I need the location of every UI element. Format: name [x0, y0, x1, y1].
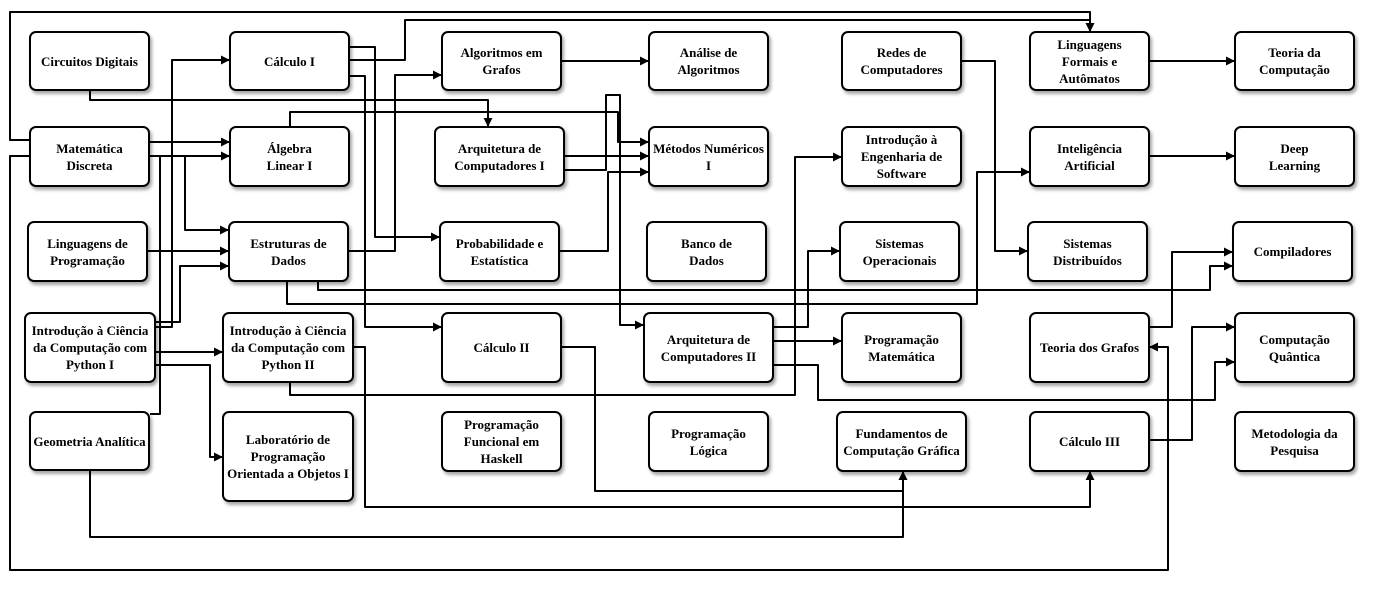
node-arquitetura-de-computadores-2[interactable]: Arquitetura de Computadores II — [643, 312, 774, 383]
node-compiladores[interactable]: Compiladores — [1232, 221, 1353, 282]
edge-icc1-to-labpoo — [156, 364, 223, 462]
node-matematica-discreta[interactable]: Matemática Discreta — [29, 126, 150, 187]
edge-calc1-to-prob — [350, 46, 440, 242]
node-computacao-quantica[interactable]: Computação Quântica — [1234, 312, 1355, 383]
node-sistemas-operacionais[interactable]: Sistemas Operacionais — [839, 221, 960, 282]
edge-alglin-to-metnum — [289, 111, 649, 147]
node-deep-learning[interactable]: Deep Learning — [1234, 126, 1355, 187]
edge-icc1-to-calc1 — [156, 55, 230, 328]
node-linguagens-de-programacao[interactable]: Linguagens de Programação — [27, 221, 148, 282]
node-metodologia-da-pesquisa[interactable]: Metodologia da Pesquisa — [1234, 411, 1355, 472]
edge-prob-to-metnum — [560, 167, 649, 252]
node-programacao-logica[interactable]: Programação Lógica — [648, 411, 769, 472]
node-estruturas-de-dados[interactable]: Estruturas de Dados — [228, 221, 349, 282]
node-algebra-linear-1[interactable]: Álgebra Linear I — [229, 126, 350, 187]
node-introducao-icc-python-1[interactable]: Introdução à Ciência da Computação com P… — [24, 312, 156, 383]
node-introducao-engenharia-de-software[interactable]: Introdução à Engenharia de Software — [841, 126, 962, 187]
edge-matdisc-to-tgrafos — [9, 155, 1169, 571]
node-introducao-icc-python-2[interactable]: Introdução à Ciência da Computação com P… — [222, 312, 354, 383]
edge-arq1-to-arq2 — [565, 94, 644, 330]
node-linguagens-formais-e-automatos[interactable]: Linguagens Formais e Autômatos — [1029, 31, 1150, 91]
node-laboratorio-poo-1[interactable]: Laboratório de Programação Orientada a O… — [222, 411, 354, 502]
node-redes-de-computadores[interactable]: Redes de Computadores — [841, 31, 962, 91]
edge-calc1-to-calc2 — [350, 75, 442, 332]
node-calculo-3[interactable]: Cálculo III — [1029, 411, 1150, 472]
edge-icc2-to-calc3 — [354, 346, 1095, 508]
edge-calc3-to-cq — [1150, 322, 1235, 441]
node-teoria-da-computacao[interactable]: Teoria da Computação — [1234, 31, 1355, 91]
node-inteligencia-artificial[interactable]: Inteligência Artificial — [1029, 126, 1150, 187]
node-geometria-analitica[interactable]: Geometria Analítica — [29, 411, 150, 471]
edge-calc2-to-cg — [562, 346, 908, 492]
edge-ed-to-comp — [317, 261, 1233, 291]
node-metodos-numericos-1[interactable]: Métodos Numéricos I — [648, 126, 769, 187]
edge-arq2-to-so — [774, 246, 840, 328]
node-teoria-dos-grafos[interactable]: Teoria dos Grafos — [1029, 312, 1150, 383]
node-calculo-2[interactable]: Cálculo II — [441, 312, 562, 383]
edge-arq2-to-cq — [774, 357, 1235, 401]
node-banco-de-dados[interactable]: Banco de Dados — [646, 221, 767, 282]
node-calculo-1[interactable]: Cálculo I — [229, 31, 350, 91]
edge-redes-to-sd — [962, 60, 1028, 256]
node-fundamentos-computacao-grafica[interactable]: Fundamentos de Computação Gráfica — [836, 411, 967, 472]
node-programacao-funcional-haskell[interactable]: Programação Funcional em Haskell — [441, 411, 562, 472]
edge-icc1-to-ed — [156, 261, 229, 323]
edge-geo-to-cg — [89, 471, 908, 538]
node-analise-de-algoritmos[interactable]: Análise de Algoritmos — [648, 31, 769, 91]
edge-ed-to-grafos — [349, 70, 442, 252]
node-circuitos-digitais[interactable]: Circuitos Digitais — [29, 31, 150, 91]
node-sistemas-distribuidos[interactable]: Sistemas Distribuídos — [1027, 221, 1148, 282]
node-arquitetura-de-computadores-1[interactable]: Arquitetura de Computadores I — [434, 126, 565, 187]
edge-icc2-to-engsw — [289, 152, 842, 396]
node-algoritmos-em-grafos[interactable]: Algoritmos em Grafos — [441, 31, 562, 91]
edge-geo-to-alglin — [150, 151, 230, 415]
node-probabilidade-e-estatistica[interactable]: Probabilidade e Estatística — [439, 221, 560, 282]
node-programacao-matematica[interactable]: Programação Matemática — [841, 312, 962, 383]
edge-tgrafos-to-comp — [1150, 247, 1233, 328]
edge-matdisc-to-lfa — [9, 11, 1095, 141]
edge-matdisc-to-ed — [150, 155, 229, 235]
